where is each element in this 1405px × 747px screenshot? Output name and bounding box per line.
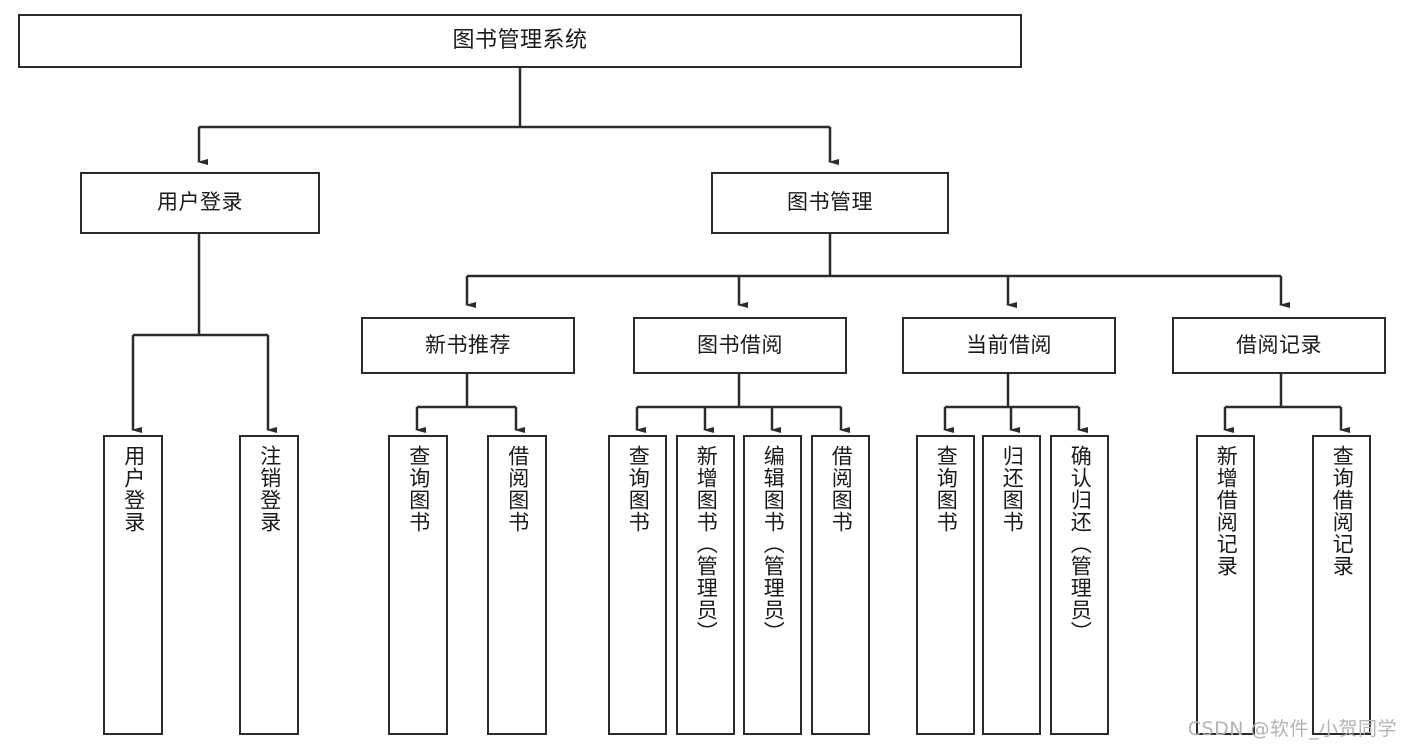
node-leaf-edit-book-label: 编辑图书（管理员） xyxy=(761,445,786,643)
csdn-watermark: CSDN @软件_小贺同学 xyxy=(1187,718,1397,740)
node-leaf-query-book-2[interactable]: 查询图书 xyxy=(608,435,667,735)
node-leaf-query-book-1[interactable]: 查询图书 xyxy=(388,435,448,735)
node-root[interactable]: 图书管理系统 xyxy=(18,14,1022,68)
node-book-manage-label: 图书管理 xyxy=(787,190,873,215)
node-leaf-user-logout-label: 注销登录 xyxy=(257,445,282,533)
node-leaf-user-login[interactable]: 用户登录 xyxy=(103,435,163,735)
node-root-label: 图书管理系统 xyxy=(452,27,588,53)
node-leaf-query-book-2-label: 查询图书 xyxy=(626,445,651,533)
node-leaf-add-book[interactable]: 新增图书（管理员） xyxy=(676,435,735,735)
node-leaf-borrow-book-1-label: 借阅图书 xyxy=(505,445,530,533)
node-leaf-add-record[interactable]: 新增借阅记录 xyxy=(1196,435,1255,735)
node-current-borrow-label: 当前借阅 xyxy=(966,332,1052,357)
node-book-borrow[interactable]: 图书借阅 xyxy=(633,317,847,374)
node-leaf-add-record-label: 新增借阅记录 xyxy=(1214,445,1239,577)
node-leaf-user-login-label: 用户登录 xyxy=(121,445,146,533)
node-leaf-borrow-book-2-label: 借阅图书 xyxy=(829,445,854,533)
node-user-login[interactable]: 用户登录 xyxy=(80,172,320,234)
node-borrow-record[interactable]: 借阅记录 xyxy=(1172,317,1386,374)
node-leaf-query-record[interactable]: 查询借阅记录 xyxy=(1312,435,1371,735)
node-leaf-return-book[interactable]: 归还图书 xyxy=(982,435,1041,735)
node-leaf-query-book-3-label: 查询图书 xyxy=(934,445,959,533)
node-leaf-query-book-3[interactable]: 查询图书 xyxy=(916,435,975,735)
node-leaf-borrow-book-2[interactable]: 借阅图书 xyxy=(811,435,870,735)
node-leaf-borrow-book-1[interactable]: 借阅图书 xyxy=(487,435,547,735)
node-leaf-add-book-label: 新增图书（管理员） xyxy=(694,445,719,643)
node-new-book-recommend[interactable]: 新书推荐 xyxy=(361,317,575,374)
node-book-manage[interactable]: 图书管理 xyxy=(711,172,949,234)
node-leaf-return-book-label: 归还图书 xyxy=(1000,445,1025,533)
node-leaf-edit-book[interactable]: 编辑图书（管理员） xyxy=(743,435,802,735)
node-leaf-confirm-return[interactable]: 确认归还（管理员） xyxy=(1050,435,1109,735)
node-current-borrow[interactable]: 当前借阅 xyxy=(902,317,1116,374)
node-leaf-confirm-return-label: 确认归还（管理员） xyxy=(1068,445,1093,643)
node-new-book-recommend-label: 新书推荐 xyxy=(425,332,511,357)
node-borrow-record-label: 借阅记录 xyxy=(1236,332,1322,357)
node-book-borrow-label: 图书借阅 xyxy=(697,332,783,357)
node-user-login-label: 用户登录 xyxy=(157,190,243,215)
node-leaf-user-logout[interactable]: 注销登录 xyxy=(239,435,299,735)
node-leaf-query-record-label: 查询借阅记录 xyxy=(1330,445,1355,577)
node-leaf-query-book-1-label: 查询图书 xyxy=(406,445,431,533)
